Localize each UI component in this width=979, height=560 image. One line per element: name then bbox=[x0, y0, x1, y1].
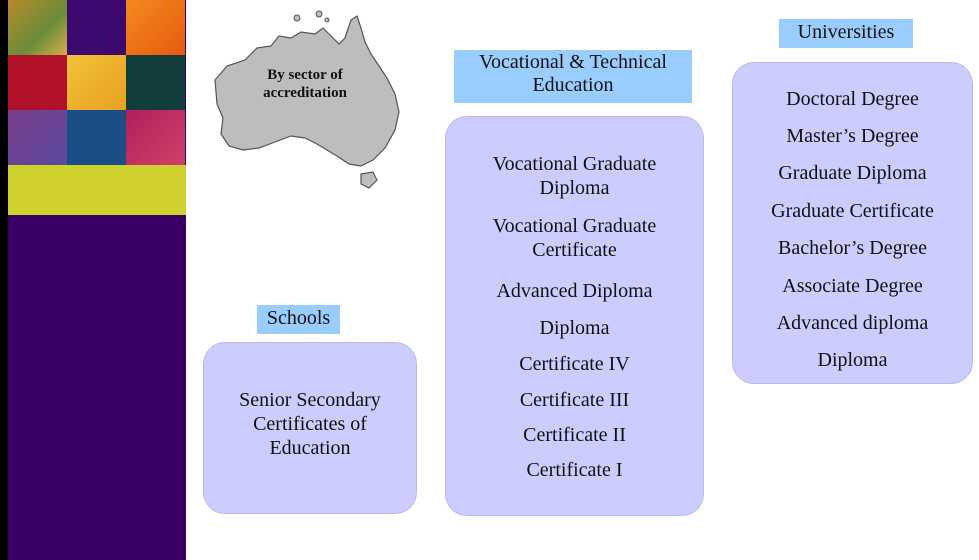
mosaic-tile bbox=[126, 0, 185, 55]
university-item: Doctoral Degree bbox=[786, 88, 919, 110]
vocational-item: Certificate III bbox=[519, 389, 630, 411]
university-item: Graduate Certificate bbox=[771, 200, 934, 222]
vocational-item: Vocational Graduate Diploma bbox=[492, 153, 657, 199]
schools-heading: Schools bbox=[257, 305, 340, 334]
mosaic-tile bbox=[67, 0, 126, 55]
university-item: Associate Degree bbox=[782, 275, 923, 297]
photo-mosaic bbox=[8, 0, 186, 165]
australia-map bbox=[214, 10, 400, 189]
university-item: Bachelor’s Degree bbox=[777, 237, 927, 259]
schools-item: Senior Secondary Certificates of Educati… bbox=[239, 389, 381, 459]
schools-box: Senior Secondary Certificates of Educati… bbox=[203, 342, 417, 514]
university-item: Master’s Degree bbox=[786, 125, 919, 147]
sidebar-border bbox=[0, 0, 8, 560]
universities-heading: Universities bbox=[779, 19, 913, 48]
mosaic-tile bbox=[8, 55, 67, 110]
decorative-band bbox=[8, 165, 186, 215]
vocational-item: Diploma bbox=[539, 317, 610, 339]
mosaic-tile bbox=[8, 0, 67, 55]
vocational-heading: Vocational & Technical Education bbox=[454, 50, 692, 103]
mosaic-tile bbox=[8, 110, 67, 165]
vocational-box: Vocational Graduate Diploma Vocational G… bbox=[445, 116, 704, 516]
tasmania-shape bbox=[360, 171, 378, 189]
island-shape bbox=[293, 14, 301, 22]
university-item: Graduate Diploma bbox=[778, 162, 927, 184]
vocational-item: Certificate IV bbox=[519, 353, 630, 375]
mosaic-tile bbox=[67, 110, 126, 165]
map-label: By sector of accreditation bbox=[263, 67, 347, 101]
vocational-item: Certificate II bbox=[523, 424, 626, 446]
mosaic-tile bbox=[126, 110, 185, 165]
mainland-shape bbox=[214, 15, 400, 167]
vocational-item: Advanced Diploma bbox=[496, 280, 653, 302]
vocational-item: Vocational Graduate Certificate bbox=[492, 215, 657, 261]
mosaic-tile bbox=[67, 55, 126, 110]
island-shape bbox=[324, 17, 330, 23]
mosaic-tile bbox=[126, 55, 185, 110]
island-shape bbox=[315, 10, 323, 18]
vocational-item: Certificate I bbox=[526, 459, 623, 481]
university-item: Diploma bbox=[817, 349, 888, 371]
universities-box: Doctoral Degree Master’s Degree Graduate… bbox=[732, 62, 973, 384]
university-item: Advanced diploma bbox=[776, 312, 929, 334]
